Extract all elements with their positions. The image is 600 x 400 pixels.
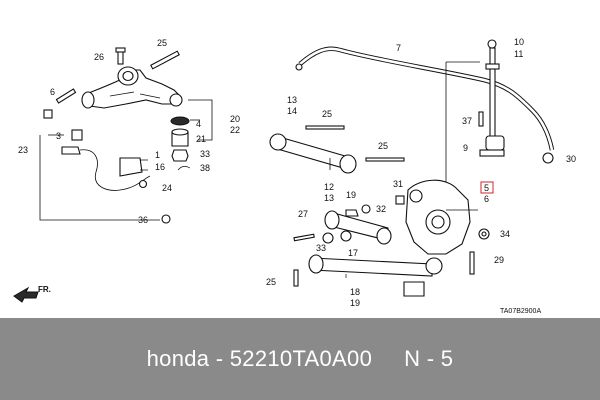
bolt-25-mid <box>365 157 405 162</box>
callout-24: 24 <box>162 183 172 193</box>
knuckle-group <box>395 179 490 255</box>
callout-18: 19 <box>350 298 360 308</box>
nut-30 <box>542 152 554 164</box>
callout-2: 16 <box>155 162 165 172</box>
callout-4: 4 <box>196 119 201 129</box>
callout-14: 13 <box>287 95 297 105</box>
bolt-26 <box>150 50 180 70</box>
highlight-callout-5 <box>480 181 494 194</box>
lower-arm-group <box>293 204 475 297</box>
callout-26: 25 <box>157 38 167 48</box>
washer-16 <box>340 230 352 242</box>
washer-34 <box>322 232 334 244</box>
sensor-group <box>39 129 171 224</box>
callout-7: 7 <box>396 43 401 53</box>
callout-29: 29 <box>494 255 504 265</box>
upper-link-group <box>269 125 405 174</box>
callout-19: 19 <box>346 190 356 200</box>
callout-3: 3 <box>56 131 61 141</box>
bolt-29 <box>469 251 475 275</box>
sensor-bracket <box>119 157 143 177</box>
sensor-connector <box>61 146 81 155</box>
bolt-37 <box>478 111 484 127</box>
callout-15: 14 <box>287 106 297 116</box>
callout-25-top: 25 <box>322 109 332 119</box>
bolt-31 <box>395 195 405 205</box>
abs-sensor-wire <box>79 149 151 191</box>
callout-10: 10 <box>514 37 524 47</box>
parts-diagram: 26 25 6 3 23 1 16 4 20 22 21 33 38 24 36… <box>13 37 577 315</box>
footer-bar: honda - 52210TA0A00 N - 5 <box>0 318 600 400</box>
bushing-cap-4 <box>170 116 190 126</box>
bolt-25-lower <box>293 269 299 287</box>
callout-22: 22 <box>230 125 240 135</box>
callout-27: 26 <box>94 52 104 62</box>
callout-25-low: 25 <box>266 277 276 287</box>
stabilizer-bar <box>298 46 555 151</box>
front-label: FR. <box>38 285 51 294</box>
stabilizer-link <box>489 47 496 139</box>
upper-arm-group <box>43 47 183 119</box>
sensor-clip-3 <box>71 129 83 141</box>
grommet-24 <box>138 179 148 189</box>
callout-20: 20 <box>230 114 240 124</box>
callout-13: 13 <box>324 193 334 203</box>
stabilizer-bushing <box>485 135 505 151</box>
lower-arm-17 <box>311 257 433 277</box>
drawing-code: TA07B2900A <box>500 308 541 315</box>
nut-32 <box>361 204 371 214</box>
callout-30: 30 <box>566 154 576 164</box>
callout-1: 1 <box>155 150 160 160</box>
callout-12: 12 <box>324 182 334 192</box>
upper-arm-front-bushing <box>81 91 95 109</box>
bolt-6-left <box>55 88 77 104</box>
callout-25-mid: 25 <box>378 141 388 151</box>
ball-joint <box>169 93 183 107</box>
callout-35: 34 <box>500 229 510 239</box>
callout-21: 21 <box>196 134 206 144</box>
callout-33: 33 <box>200 149 210 159</box>
front-arrow-icon <box>13 286 39 303</box>
stabilizer-end <box>295 63 303 71</box>
callout-37: 37 <box>462 116 472 126</box>
callout-16: 17 <box>348 248 358 258</box>
callout-36: 38 <box>200 163 210 173</box>
nut-33 <box>171 149 189 162</box>
bushing-stack-group <box>170 99 213 171</box>
callout-38: 36 <box>138 215 148 225</box>
callout-6: 6 <box>484 194 489 204</box>
callout-31: 31 <box>393 179 403 189</box>
bolt-28 <box>293 233 315 242</box>
bolt-38 <box>161 214 171 224</box>
callout-28: 27 <box>298 209 308 219</box>
callout-5: 5 <box>484 183 489 193</box>
callout-6-left: 6 <box>50 87 55 97</box>
part-caption: honda - 52210TA0A00 N - 5 <box>146 346 454 371</box>
callout-9: 9 <box>463 143 468 153</box>
callout-23: 23 <box>18 145 28 155</box>
callout-34: 33 <box>316 243 326 253</box>
callout-17: 18 <box>350 287 360 297</box>
callouts: 26 25 6 3 23 1 16 4 20 22 21 33 38 24 36… <box>18 37 576 308</box>
callout-11: 11 <box>514 49 523 59</box>
front-direction-indicator: FR. <box>13 285 51 303</box>
clip-36 <box>177 166 191 171</box>
stabilizer-group <box>295 39 555 210</box>
callout-32: 32 <box>376 204 386 214</box>
washer-19 <box>345 209 359 217</box>
bolt-25-upper <box>305 125 345 130</box>
